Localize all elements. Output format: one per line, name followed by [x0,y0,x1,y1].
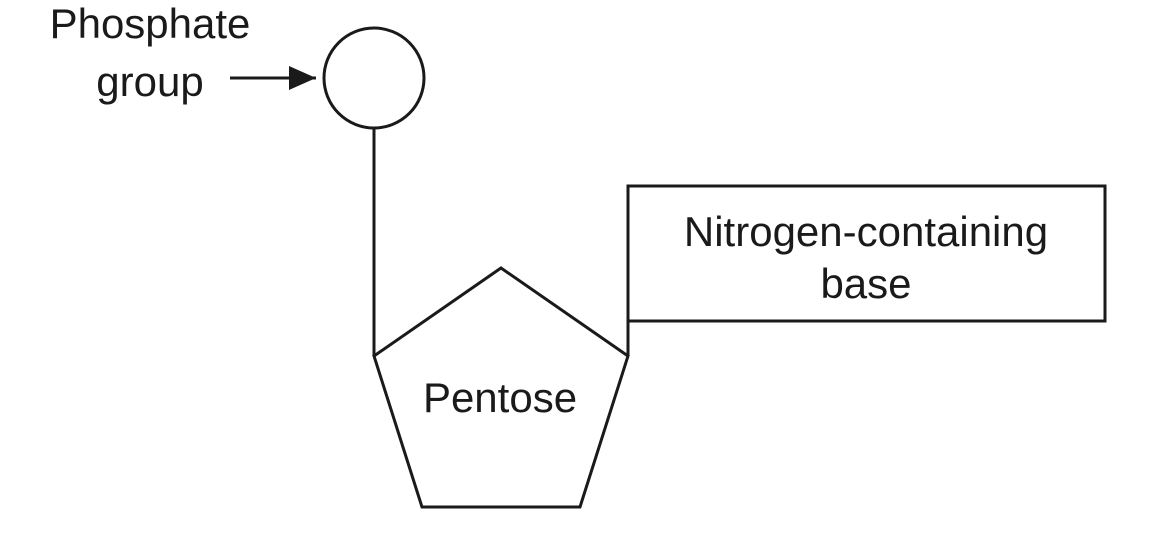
phosphate-group-circle [322,26,426,130]
pentose-pentagon [372,266,630,509]
phosphate-group-label-line2: group [96,58,203,105]
nitrogen-base-label-line1: Nitrogen-containing [684,208,1048,255]
nitrogen-base-box [626,184,1107,323]
phosphate-group-label-line1: Phosphate [50,0,251,47]
nitrogen-base-label-line2: base [820,260,911,307]
pentose-label: Pentose [423,374,577,421]
